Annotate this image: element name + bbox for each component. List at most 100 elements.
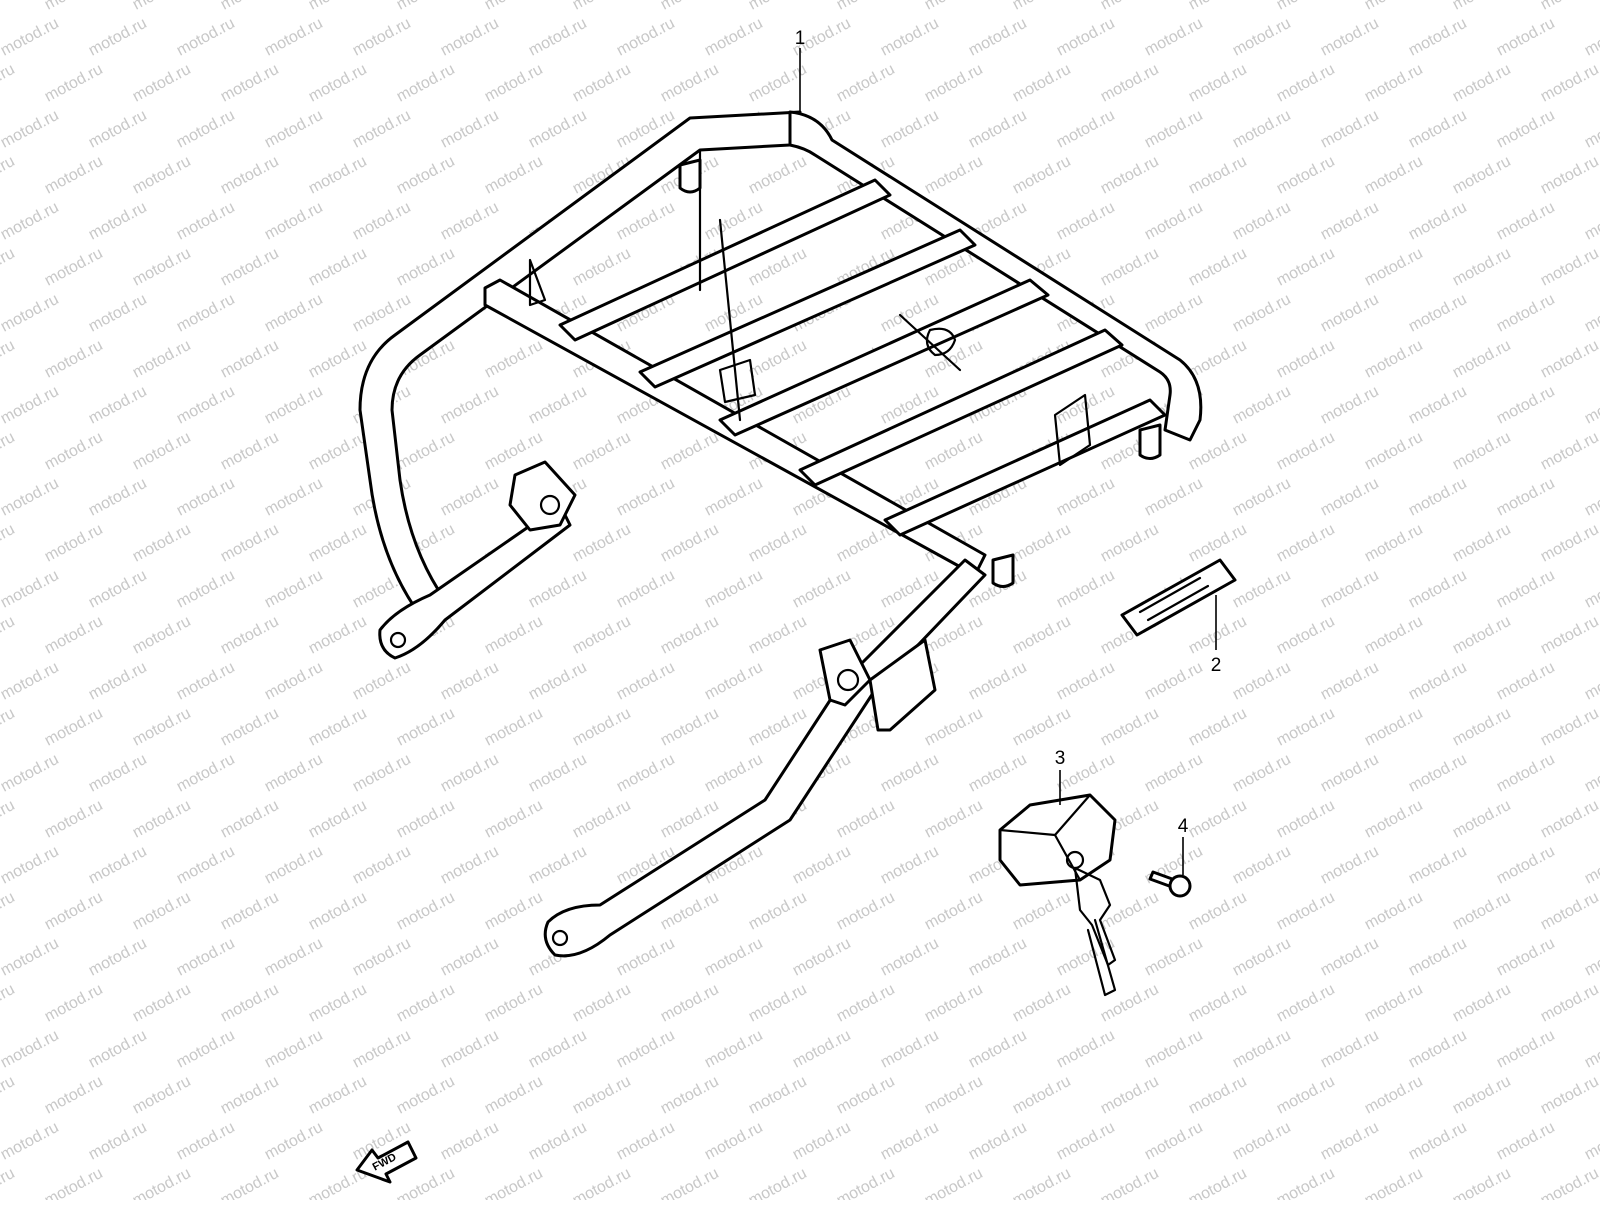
watermark-text: motod.ru bbox=[0, 567, 62, 612]
watermark-text: motod.ru bbox=[526, 15, 590, 60]
watermark-text: motod.ru bbox=[922, 429, 986, 474]
watermark-text: motod.ru bbox=[1450, 1073, 1514, 1118]
watermark-text: motod.ru bbox=[1142, 751, 1206, 796]
watermark-text: motod.ru bbox=[790, 843, 854, 888]
watermark-text: motod.ru bbox=[1230, 1119, 1294, 1164]
watermark-text: motod.ru bbox=[306, 0, 370, 14]
watermark-text: motod.ru bbox=[1582, 199, 1600, 244]
watermark-text: motod.ru bbox=[1582, 1027, 1600, 1072]
watermark-text: motod.ru bbox=[0, 1119, 62, 1164]
watermark-text: motod.ru bbox=[1538, 153, 1600, 198]
watermark-text: motod.ru bbox=[218, 889, 282, 934]
watermark-text: motod.ru bbox=[658, 705, 722, 750]
watermark-text: motod.ru bbox=[1582, 107, 1600, 152]
watermark-text: motod.ru bbox=[0, 475, 62, 520]
watermark-text: motod.ru bbox=[1362, 1073, 1426, 1118]
watermark-text: motod.ru bbox=[1054, 1119, 1118, 1164]
watermark-text: motod.ru bbox=[1362, 245, 1426, 290]
watermark-text: motod.ru bbox=[966, 1027, 1030, 1072]
watermark-text: motod.ru bbox=[658, 1165, 722, 1200]
watermark-text: motod.ru bbox=[1142, 1027, 1206, 1072]
watermark-text: motod.ru bbox=[746, 1073, 810, 1118]
watermark-text: motod.ru bbox=[1582, 291, 1600, 336]
watermark-text: motod.ru bbox=[1318, 935, 1382, 980]
watermark-text: motod.ru bbox=[702, 475, 766, 520]
watermark-text: motod.ru bbox=[262, 291, 326, 336]
watermark-text: motod.ru bbox=[1362, 0, 1426, 14]
watermark-text: motod.ru bbox=[1494, 1027, 1558, 1072]
watermark-text: motod.ru bbox=[1362, 889, 1426, 934]
watermark-text: motod.ru bbox=[130, 797, 194, 842]
watermark-text: motod.ru bbox=[218, 981, 282, 1026]
watermark-text: motod.ru bbox=[1318, 291, 1382, 336]
watermark-text: motod.ru bbox=[1054, 15, 1118, 60]
watermark-text: motod.ru bbox=[1054, 475, 1118, 520]
watermark-text: motod.ru bbox=[218, 705, 282, 750]
watermark-text: motod.ru bbox=[614, 567, 678, 612]
watermark-text: motod.ru bbox=[218, 429, 282, 474]
callout-label: 1 bbox=[795, 28, 806, 49]
watermark-text: motod.ru bbox=[790, 1027, 854, 1072]
watermark-text: motod.ru bbox=[262, 199, 326, 244]
watermark-text: motod.ru bbox=[966, 935, 1030, 980]
watermark-text: motod.ru bbox=[174, 383, 238, 428]
watermark-text: motod.ru bbox=[1362, 797, 1426, 842]
watermark-text: motod.ru bbox=[658, 1073, 722, 1118]
watermark-text: motod.ru bbox=[1274, 797, 1338, 842]
watermark-text: motod.ru bbox=[1362, 613, 1426, 658]
watermark-text: motod.ru bbox=[1582, 383, 1600, 428]
watermark-text: motod.ru bbox=[1186, 705, 1250, 750]
watermark-text: motod.ru bbox=[1538, 613, 1600, 658]
watermark-text: motod.ru bbox=[1538, 245, 1600, 290]
watermark-text: motod.ru bbox=[1362, 705, 1426, 750]
watermark-text: motod.ru bbox=[1186, 61, 1250, 106]
watermark-text: motod.ru bbox=[1186, 1073, 1250, 1118]
watermark-text: motod.ru bbox=[306, 429, 370, 474]
watermark-text: motod.ru bbox=[922, 705, 986, 750]
watermark-text: motod.ru bbox=[1318, 659, 1382, 704]
watermark-text: motod.ru bbox=[834, 0, 898, 14]
watermark-text: motod.ru bbox=[1362, 521, 1426, 566]
watermark-text: motod.ru bbox=[526, 1027, 590, 1072]
watermark-text: motod.ru bbox=[482, 153, 546, 198]
watermark-text: motod.ru bbox=[42, 613, 106, 658]
watermark-text: motod.ru bbox=[1538, 337, 1600, 382]
watermark-text: motod.ru bbox=[1274, 1165, 1338, 1200]
watermark-text: motod.ru bbox=[702, 659, 766, 704]
watermark-text: motod.ru bbox=[262, 107, 326, 152]
watermark-text: motod.ru bbox=[1142, 15, 1206, 60]
watermark-text: motod.ru bbox=[438, 1119, 502, 1164]
watermark-text: motod.ru bbox=[1274, 0, 1338, 14]
watermark-text: motod.ru bbox=[1230, 475, 1294, 520]
watermark-text: motod.ru bbox=[1494, 751, 1558, 796]
watermark-text: motod.ru bbox=[878, 843, 942, 888]
watermark-text: motod.ru bbox=[42, 153, 106, 198]
watermark-text: motod.ru bbox=[1406, 751, 1470, 796]
watermark-text: motod.ru bbox=[86, 15, 150, 60]
watermark-text: motod.ru bbox=[1494, 843, 1558, 888]
watermark-text: motod.ru bbox=[922, 1165, 986, 1200]
watermark-text: motod.ru bbox=[0, 107, 62, 152]
watermark-text: motod.ru bbox=[570, 705, 634, 750]
watermark-text: motod.ru bbox=[350, 751, 414, 796]
watermark-text: motod.ru bbox=[614, 1119, 678, 1164]
watermark-text: motod.ru bbox=[1318, 1119, 1382, 1164]
watermark-text: motod.ru bbox=[1450, 245, 1514, 290]
watermark-text: motod.ru bbox=[1538, 0, 1600, 14]
watermark-text: motod.ru bbox=[658, 429, 722, 474]
watermark-text: motod.ru bbox=[1538, 797, 1600, 842]
watermark-text: motod.ru bbox=[350, 107, 414, 152]
watermark-text: motod.ru bbox=[86, 199, 150, 244]
watermark-text: motod.ru bbox=[1494, 475, 1558, 520]
watermark-text: motod.ru bbox=[1318, 843, 1382, 888]
watermark-text: motod.ru bbox=[658, 0, 722, 14]
watermark-text: motod.ru bbox=[174, 1119, 238, 1164]
watermark-text: motod.ru bbox=[262, 15, 326, 60]
watermark-text: motod.ru bbox=[1098, 705, 1162, 750]
watermark-text: motod.ru bbox=[570, 245, 634, 290]
watermark-text: motod.ru bbox=[482, 0, 546, 14]
watermark-text: motod.ru bbox=[1186, 521, 1250, 566]
watermark-text: motod.ru bbox=[0, 659, 62, 704]
watermark-text: motod.ru bbox=[1230, 935, 1294, 980]
